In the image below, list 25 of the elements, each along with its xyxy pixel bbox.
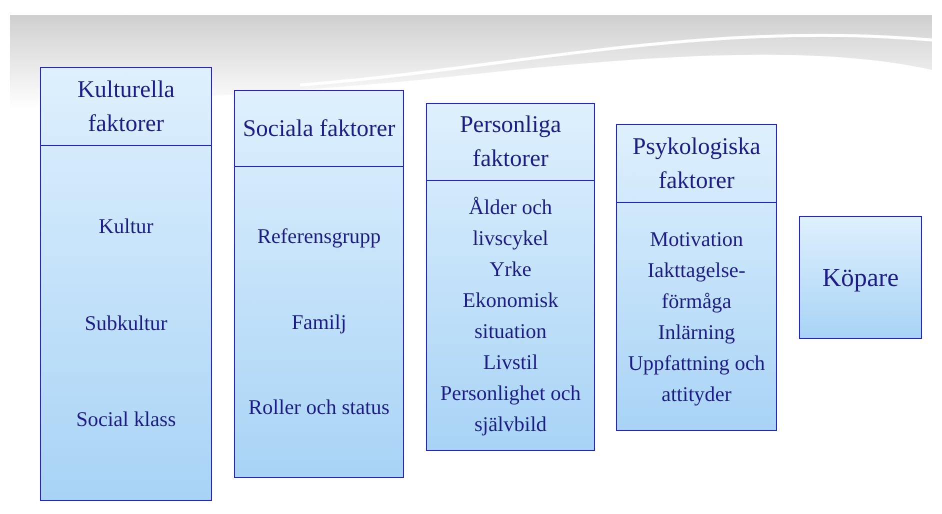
factor-item: Yrke	[490, 256, 532, 282]
factor-item: Ekonomisk situation	[462, 286, 560, 344]
factor-item: Motivation	[650, 226, 744, 252]
column-heading: Personliga faktorer	[458, 111, 562, 174]
buyer-box	[799, 216, 922, 339]
factor-item: Iakttagelse-förmåga	[646, 256, 746, 314]
factor-item: Ålder och livscykel	[468, 194, 554, 252]
factor-item: Referensgrupp	[257, 223, 381, 250]
factor-column	[426, 103, 595, 451]
factor-item: Social klass	[76, 406, 176, 433]
factor-item: Kultur	[98, 213, 154, 240]
factor-item: Personlighet och självbild	[439, 380, 582, 438]
factor-item: Roller och status	[248, 394, 390, 421]
factor-item: Inlärning	[658, 318, 735, 346]
factor-item: Subkultur	[84, 310, 168, 336]
factor-item: Familj	[292, 308, 346, 336]
column-heading: Psykologiska faktorer	[631, 132, 762, 196]
buyer-label: Köpare	[822, 262, 899, 294]
factor-column	[616, 124, 777, 431]
factor-column	[40, 67, 212, 501]
column-heading: Sociala faktorer	[242, 114, 396, 144]
factor-item: Uppfattning och attityder	[626, 350, 766, 408]
factor-item: Livstil	[483, 348, 538, 376]
column-heading: Kulturella faktorer	[76, 76, 176, 138]
factor-column	[234, 90, 404, 478]
